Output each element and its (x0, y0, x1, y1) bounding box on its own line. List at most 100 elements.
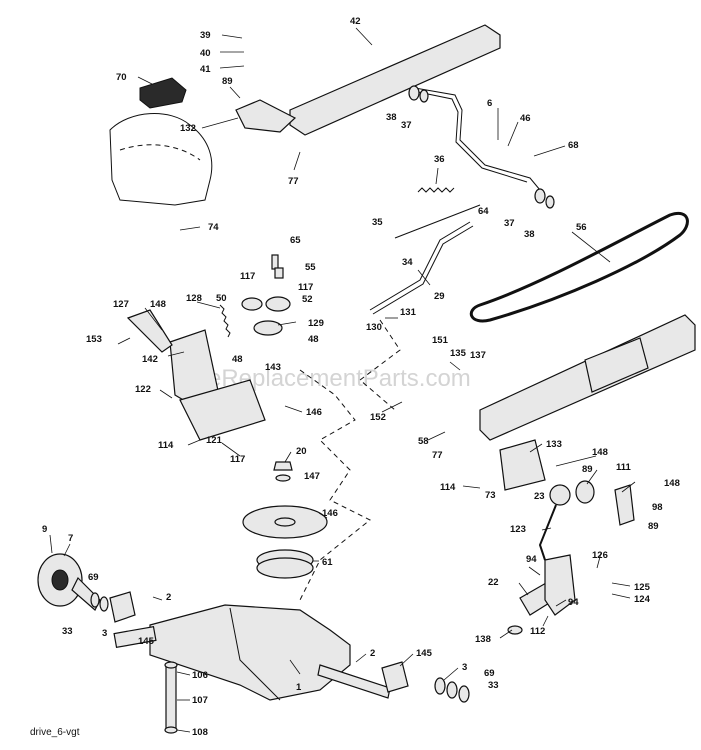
callout-label: 146 (306, 407, 322, 418)
callout-label: 40 (200, 48, 211, 59)
rod-35 (394, 204, 481, 239)
callout-label: 123 (510, 524, 526, 535)
callout-label: 94 (526, 554, 537, 565)
knob-23 (549, 484, 571, 506)
fender-outline (109, 113, 213, 206)
callout-label: 148 (664, 478, 680, 489)
callout-label: 133 (546, 439, 562, 450)
callout-label: 137 (470, 350, 486, 361)
callout-label: 29 (434, 291, 445, 302)
callout-label: 64 (478, 206, 489, 217)
callout-label: 89 (648, 521, 659, 532)
callout-label: 34 (402, 257, 413, 268)
callout-label: 129 (308, 318, 324, 329)
callout-label: 117 (240, 271, 255, 282)
callout-label: 35 (372, 217, 383, 228)
callout-label: 55 (305, 262, 316, 273)
shaft-rod-2 (417, 91, 528, 183)
belt-56 (469, 211, 689, 323)
callout-label: 38 (386, 112, 397, 123)
axle-shaft (317, 664, 391, 699)
callout-label: 124 (634, 594, 651, 605)
callout-label: 98 (652, 502, 663, 513)
pulley-61 (256, 549, 314, 579)
washer-69-right (446, 681, 458, 699)
belt-path-dashed-2 (359, 319, 401, 411)
callout-label: 69 (484, 668, 495, 679)
callout-label: 58 (418, 436, 429, 447)
callout-label: 148 (592, 447, 608, 458)
rod-107 (164, 661, 178, 734)
washer-37-top (419, 89, 429, 103)
callout-label: 3 (102, 628, 107, 639)
leader-lines (49, 27, 636, 733)
callout-label: 138 (475, 634, 491, 645)
spring-128 (219, 304, 231, 338)
callout-label: 127 (113, 299, 129, 310)
right-frame-rail (479, 314, 696, 441)
callout-label: 153 (86, 334, 102, 345)
part-70-cap (139, 77, 187, 109)
callout-label: 74 (208, 222, 219, 233)
bracket-133 (499, 439, 546, 491)
callout-label: 128 (186, 293, 202, 304)
callout-label: 9 (42, 524, 47, 535)
callout-label: 146 (322, 508, 338, 519)
callout-label: 22 (488, 577, 499, 588)
callout-label: 39 (200, 30, 211, 41)
callout-label: 73 (485, 490, 496, 501)
callout-label: 142 (142, 354, 158, 365)
callout-label: 37 (504, 218, 515, 229)
spring-36 (417, 187, 455, 193)
bolt-65 (271, 254, 279, 270)
fender-inner (119, 144, 201, 161)
bracket-98 (614, 484, 635, 526)
callout-label: 122 (135, 384, 151, 395)
fan-146 (242, 505, 328, 539)
lever-123 (538, 504, 557, 561)
callout-label: 112 (530, 626, 545, 637)
arm-112 (544, 554, 576, 616)
washer-33-right (458, 685, 470, 703)
callout-label: 145 (138, 636, 155, 647)
callout-label: 147 (304, 471, 320, 482)
bushing-111 (575, 480, 595, 504)
washer-69-left (90, 592, 100, 608)
washer-38-right (545, 195, 555, 209)
callout-label: 50 (216, 293, 227, 304)
callout-label: 33 (62, 626, 73, 637)
callout-label: 117 (230, 454, 245, 465)
callout-label: 89 (582, 464, 593, 475)
diagram-caption: drive_6-vgt (30, 727, 80, 738)
callout-label: 48 (308, 334, 319, 345)
callout-label: 151 (432, 335, 449, 346)
callout-label: 2 (166, 592, 171, 603)
callout-label: 2 (370, 648, 375, 659)
callout-label: 148 (150, 299, 166, 310)
washer-147 (275, 474, 291, 482)
callout-label: 36 (434, 154, 445, 165)
callout-label: 23 (534, 491, 545, 502)
washer-3-right (434, 677, 446, 695)
callout-label: 20 (296, 446, 307, 457)
rod-29 (369, 221, 471, 311)
bracket-plate (179, 379, 266, 441)
callout-label: 107 (192, 695, 208, 706)
bracket-127 (126, 309, 173, 353)
bracket-145-left (109, 591, 136, 623)
callout-label: 117 (298, 282, 313, 293)
callout-label: 114 (158, 440, 174, 451)
callout-label: 7 (68, 533, 73, 544)
callout-label: 65 (290, 235, 301, 246)
callout-label: 89 (222, 76, 233, 87)
callout-label: 94 (568, 597, 579, 608)
shaft-rod (414, 87, 541, 191)
callout-label: 3 (462, 662, 467, 673)
callout-label: 52 (302, 294, 313, 305)
washer-3-left (99, 596, 109, 612)
callout-label: 114 (440, 482, 456, 493)
callout-label: 41 (200, 64, 211, 75)
washer-138 (507, 625, 523, 635)
callout-label: 135 (450, 348, 467, 359)
callout-labels: 39 40 41 42 70 89 132 77 74 38 37 6 46 6… (42, 16, 680, 738)
